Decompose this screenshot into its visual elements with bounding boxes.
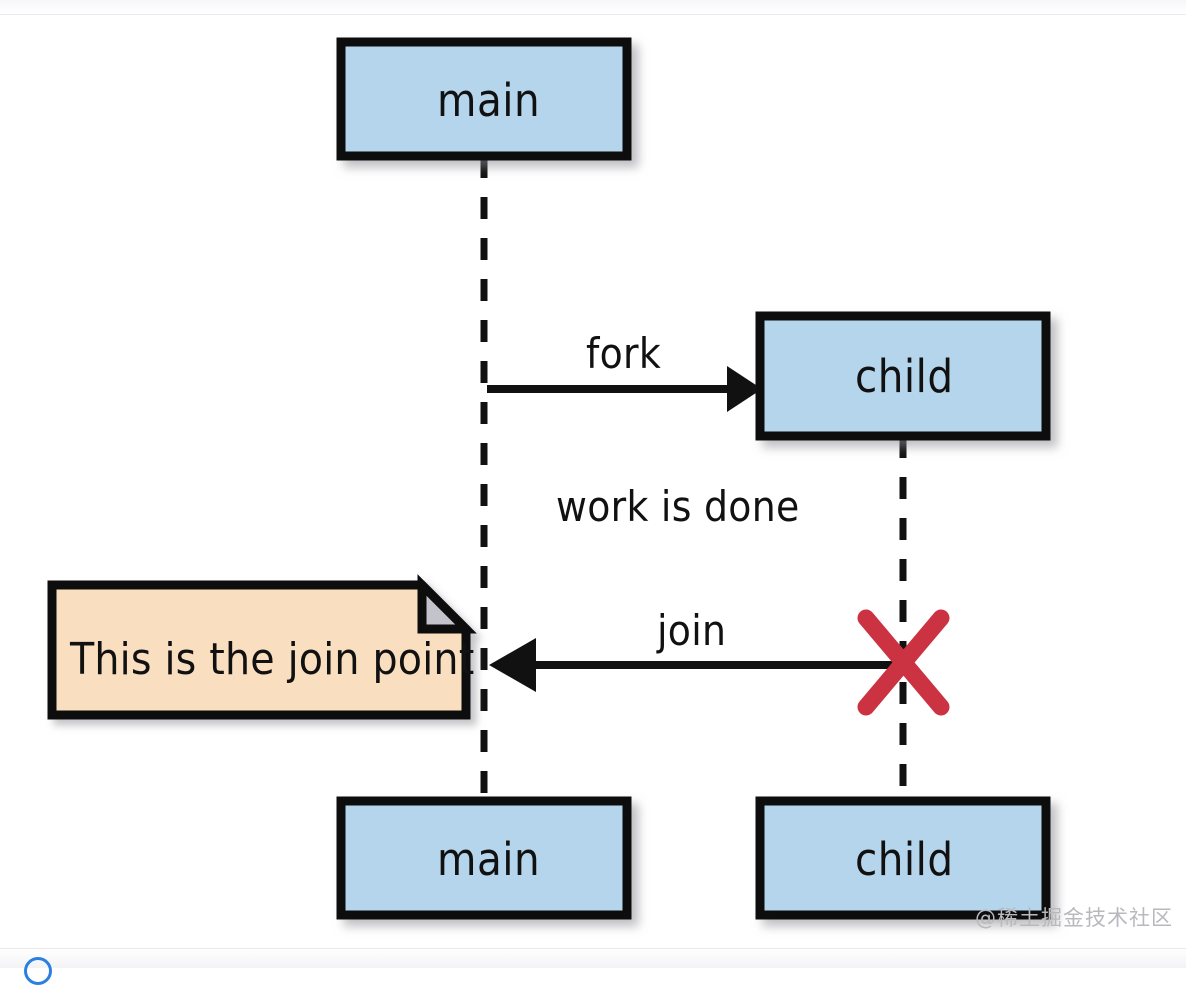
thread-termination-x (857, 609, 950, 716)
page-bottom-rule (0, 948, 1186, 949)
lifeline-box-main-top (336, 37, 632, 161)
lifeline-box-child-bottom (755, 796, 1051, 920)
note-text: This is the join point (70, 634, 475, 685)
annotation-work-is-done: work is done (556, 482, 800, 531)
watermark: @稀土掘金技术社区 (975, 906, 1173, 930)
message-label-join: join (657, 606, 727, 655)
message-fork-arrow (487, 366, 762, 412)
lifeline-box-child-top (755, 311, 1051, 441)
note-shape (47, 574, 477, 720)
page-corner-arc (24, 957, 52, 985)
message-label-fork: fork (586, 329, 662, 378)
lifeline-box-label-child-bottom: child (855, 833, 954, 886)
lifeline-box-label-main-bottom: main (437, 833, 541, 886)
lifeline-box-label-main-top: main (437, 74, 541, 127)
lifeline-box-main-bottom (336, 796, 632, 920)
lifeline-box-label-child-top: child (855, 350, 954, 403)
page-bottom-shade (0, 949, 1186, 968)
page-top-shade (0, 0, 1186, 14)
page-top-rule (0, 14, 1186, 15)
message-join-arrow (489, 638, 903, 692)
